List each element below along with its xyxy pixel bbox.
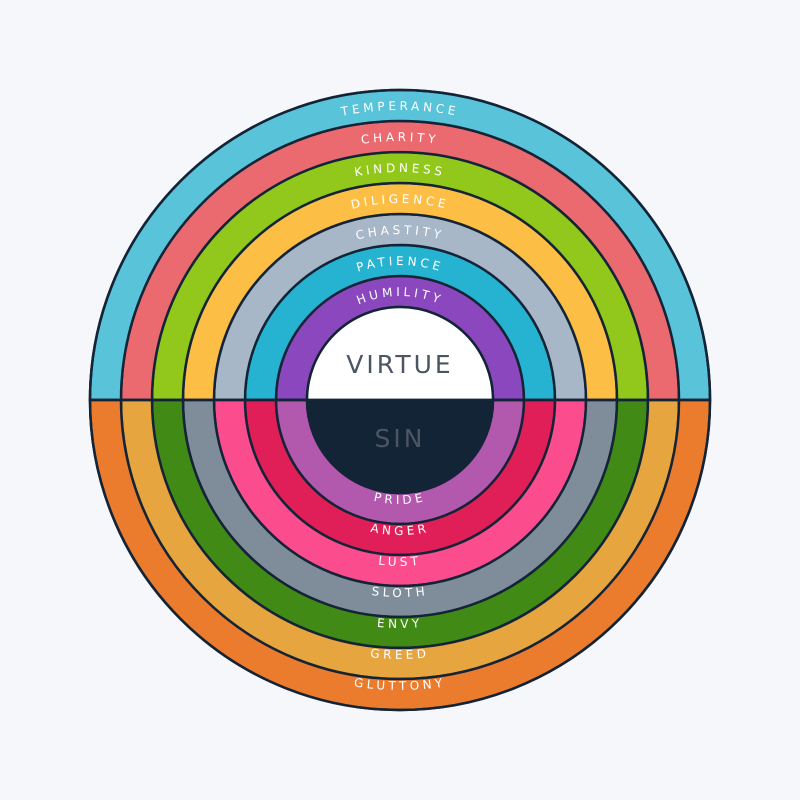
sin-title: SIN: [375, 424, 426, 453]
virtue-label-text: KINDNESS: [353, 161, 443, 179]
sin-label: GLUTTONY: [353, 675, 447, 693]
virtue-label-text: CHASTITY: [354, 223, 442, 243]
sin-label: LUST: [378, 554, 423, 569]
sin-label-text: PRIDE: [373, 490, 424, 507]
virtue-label: CHASTITY: [354, 223, 446, 243]
sin-label: PRIDE: [373, 490, 428, 507]
virtue-title: VIRTUE: [346, 350, 453, 379]
outer-outline: [88, 88, 712, 712]
sin-label-text: SLOTH: [371, 584, 425, 600]
virtue-label-text: TEMPERANCE: [339, 99, 457, 119]
sin-label-text: GLUTTONY: [353, 675, 443, 693]
sin-label-text: LUST: [378, 554, 419, 569]
sin-label-text: ENVY: [377, 616, 420, 631]
virtue-label: DILIGENCE: [350, 192, 451, 212]
sin-label: ENVY: [377, 616, 424, 631]
sin-half-disc: [305, 398, 495, 495]
virtue-label: KINDNESS: [353, 161, 446, 179]
sin-label-text: GREED: [370, 646, 427, 662]
sin-label: ANGER: [369, 521, 430, 538]
virtue-half-disc: [305, 305, 495, 402]
sin-label: GREED: [370, 646, 431, 662]
sin-label-text: ANGER: [369, 521, 426, 538]
ring-labels: HUMILITYPATIENCECHASTITYDILIGENCEKINDNES…: [339, 99, 460, 693]
virtue-label: TEMPERANCE: [339, 99, 460, 119]
virtue-label-text: DILIGENCE: [350, 192, 447, 212]
sin-label: SLOTH: [371, 584, 429, 600]
center-disc: VIRTUE SIN: [305, 305, 495, 495]
